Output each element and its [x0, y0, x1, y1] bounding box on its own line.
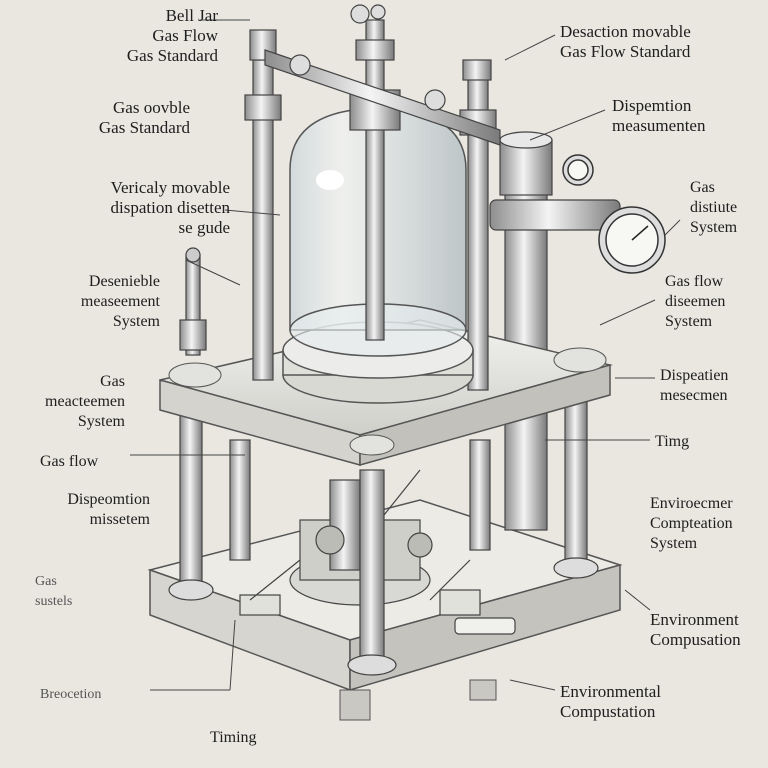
label-gas-measurement-line3: System	[77, 413, 125, 430]
label-measurement-system: Desenieble measeement System	[10, 272, 160, 332]
label-gas-standard-line2: Gas Standard	[98, 118, 190, 137]
label-gas-flow-left: Gas flow	[40, 452, 98, 472]
label-environment-system-line3: System	[650, 535, 698, 552]
right-cylinder	[489, 131, 621, 531]
label-environment-system-line1: Enviroecmer	[650, 495, 733, 512]
label-vertical-guide-line3: se gude	[178, 218, 230, 237]
label-bell-jar-line2: Gas Flow	[152, 26, 218, 45]
label-gas-standard-line1: Gas oovble	[113, 98, 190, 117]
label-gas-distribute-line2: distiute	[690, 199, 738, 216]
label-gas-flow-system-line2: diseemen	[665, 293, 726, 310]
label-dispersion-measurement-line2: measumenten	[612, 116, 706, 135]
label-bell-jar: Bell Jar Gas Flow Gas Standard	[68, 6, 218, 66]
label-vertical-guide: Vericaly movable dispation disetten se g…	[10, 178, 230, 238]
label-gas-systems-line1: Gas	[35, 574, 57, 589]
label-environmental-line1: Environmental	[560, 682, 662, 701]
label-timing-right-line1: Timg	[655, 433, 690, 450]
label-dispersion-right-line2: mesecmen	[660, 387, 728, 404]
leader-lines	[130, 19, 681, 691]
pressure-gauge	[562, 154, 666, 274]
label-gas-systems-line2: sustels	[35, 594, 73, 609]
label-dispersion-measurement-line1: Dispemtion	[612, 96, 692, 115]
central-shaft	[264, 4, 501, 341]
label-dispersion-right-line1: Dispeatien	[660, 367, 729, 384]
label-environment-system: Enviroecmer Compteation System	[650, 494, 733, 554]
label-environment-compusation-line2: Compusation	[650, 630, 741, 649]
label-gas-flow-system: Gas flow diseemen System	[665, 272, 725, 332]
label-environment-system-line2: Compteation	[650, 515, 733, 532]
label-breocetion-line1: Breocetion	[40, 687, 102, 702]
label-gas-measurement-line1: Gas	[100, 373, 125, 390]
label-gas-standard: Gas oovble Gas Standard	[30, 98, 190, 138]
bell-jar	[282, 107, 474, 404]
label-gas-measurement-line2: meacteemen	[45, 393, 125, 410]
label-gas-distribute-line3: System	[690, 219, 738, 236]
label-environment-compusation: Environment Compusation	[650, 610, 741, 650]
label-bell-jar-line1: Bell Jar	[165, 6, 218, 25]
label-dispersion-line2: missetem	[89, 511, 150, 528]
label-timing-bottom-line1: Timing	[210, 729, 257, 746]
label-measurement-line1: Desenieble	[88, 273, 160, 290]
label-vertical-guide-line1: Vericaly movable	[110, 178, 230, 197]
left-valve	[179, 247, 207, 356]
label-gas-flow-system-line1: Gas flow	[665, 273, 724, 290]
label-measurement-line2: measeement	[80, 293, 160, 310]
label-dispersion-right: Dispeatien mesecmen	[660, 366, 728, 406]
label-dispersion-measurement: Dispemtion measumenten	[612, 96, 705, 136]
label-gas-flow-standard: Desaction movable Gas Flow Standard	[560, 22, 691, 62]
label-gas-flow-system-line3: System	[665, 313, 713, 330]
label-bell-jar-line3: Gas Standard	[126, 46, 218, 65]
label-dispersion-system: Dispeomtion missetem	[10, 490, 150, 530]
label-gas-flow-standard-line1: Desaction movable	[560, 22, 691, 41]
label-gas-distribute: Gas distiute System	[690, 178, 737, 238]
label-gas-distribute-line1: Gas	[690, 179, 715, 196]
label-gas-measurement: Gas meacteemen System	[10, 372, 125, 432]
label-gas-flow-standard-line2: Gas Flow Standard	[560, 42, 691, 61]
label-dispersion-line1: Dispeomtion	[67, 491, 150, 508]
label-gas-systems: Gas sustels	[35, 572, 72, 612]
label-environmental-line2: Compustation	[560, 702, 656, 721]
label-environmental-compustation: Environmental Compustation	[560, 682, 661, 722]
label-environment-compusation-line1: Environment	[650, 610, 739, 629]
label-vertical-guide-line2: dispation disetten	[110, 198, 230, 217]
label-gas-flow-left-line1: Gas flow	[40, 453, 99, 470]
label-breocetion: Breocetion	[40, 685, 101, 705]
label-measurement-line3: System	[112, 313, 160, 330]
label-timing-right: Timg	[655, 432, 689, 452]
label-timing-bottom: Timing	[210, 728, 257, 748]
